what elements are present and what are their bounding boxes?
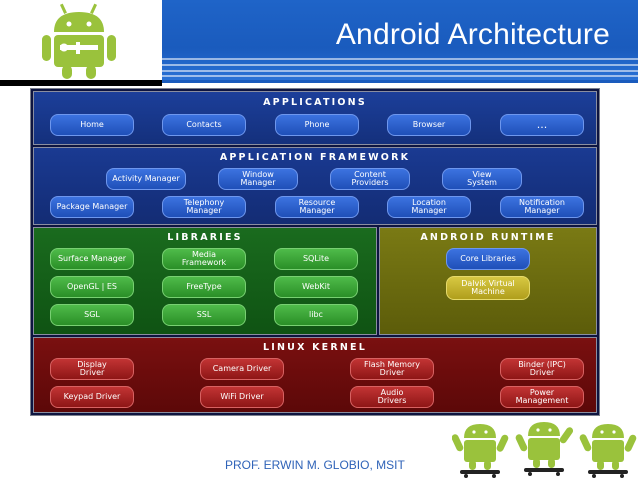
kernel-wifi-driver: WiFi Driver — [200, 386, 284, 408]
runtime-dalvik-vm: Dalvik Virtual Machine — [446, 276, 530, 300]
lib-opengl-es: OpenGL | ES — [50, 276, 134, 298]
skateboarding-android-icon — [452, 422, 637, 478]
lib-ssl: SSL — [162, 304, 246, 326]
kernel-title: LINUX KERNEL — [263, 342, 367, 353]
lib-sgl: SGL — [50, 304, 134, 326]
linux-kernel-layer: LINUX KERNEL Display Driver Camera Drive… — [33, 337, 597, 413]
app-phone: Phone — [275, 114, 359, 136]
framework-title: APPLICATION FRAMEWORK — [219, 152, 411, 163]
framework-package-manager: Package Manager — [50, 196, 134, 218]
app-browser: Browser — [387, 114, 471, 136]
kernel-display-driver: Display Driver — [50, 358, 134, 380]
app-contacts: Contacts — [162, 114, 246, 136]
lib-libc: libc — [274, 304, 358, 326]
lib-webkit: WebKit — [274, 276, 358, 298]
runtime-title: ANDROID RUNTIME — [420, 232, 556, 243]
runtime-core-libraries: Core Libraries — [446, 248, 530, 270]
framework-content-providers: Content Providers — [330, 168, 410, 190]
android-runtime-layer: ANDROID RUNTIME Core Libraries Dalvik Vi… — [379, 227, 597, 335]
applications-title: APPLICATIONS — [263, 97, 367, 108]
framework-telephony-manager: Telephony Manager — [162, 196, 246, 218]
app-home: Home — [50, 114, 134, 136]
applications-layer: APPLICATIONS Home Contacts Phone Browser… — [33, 91, 597, 145]
framework-notification-manager: Notification Manager — [500, 196, 584, 218]
kernel-audio-drivers: Audio Drivers — [350, 386, 434, 408]
kernel-camera-driver: Camera Driver — [200, 358, 284, 380]
kernel-binder-ipc-driver: Binder (IPC) Driver — [500, 358, 584, 380]
libraries-layer: LIBRARIES Surface Manager Media Framewor… — [33, 227, 377, 335]
lib-sqlite: SQLite — [274, 248, 358, 270]
footer-author: PROF. ERWIN M. GLOBIO, MSIT — [225, 458, 405, 472]
lib-media-framework: Media Framework — [162, 248, 246, 270]
architecture-diagram: APPLICATIONS Home Contacts Phone Browser… — [30, 88, 600, 416]
page-title: Android Architecture — [335, 18, 610, 51]
framework-location-manager: Location Manager — [387, 196, 471, 218]
lib-freetype: FreeType — [162, 276, 246, 298]
framework-activity-manager: Activity Manager — [106, 168, 186, 190]
framework-view-system: View System — [442, 168, 522, 190]
framework-window-manager: Window Manager — [218, 168, 298, 190]
application-framework-layer: APPLICATION FRAMEWORK Activity Manager W… — [33, 147, 597, 225]
libraries-title: LIBRARIES — [167, 232, 243, 243]
kernel-flash-memory-driver: Flash Memory Driver — [350, 358, 434, 380]
title-bar: Android Architecture — [162, 0, 638, 80]
framework-resource-manager: Resource Manager — [275, 196, 359, 218]
kernel-power-management: Power Management — [500, 386, 584, 408]
title-underline — [162, 80, 638, 83]
app-more: ... — [500, 114, 584, 136]
lib-surface-manager: Surface Manager — [50, 248, 134, 270]
kernel-keypad-driver: Keypad Driver — [50, 386, 134, 408]
logo-area — [0, 0, 162, 80]
android-logo-icon — [42, 3, 116, 79]
header-divider — [0, 80, 162, 86]
